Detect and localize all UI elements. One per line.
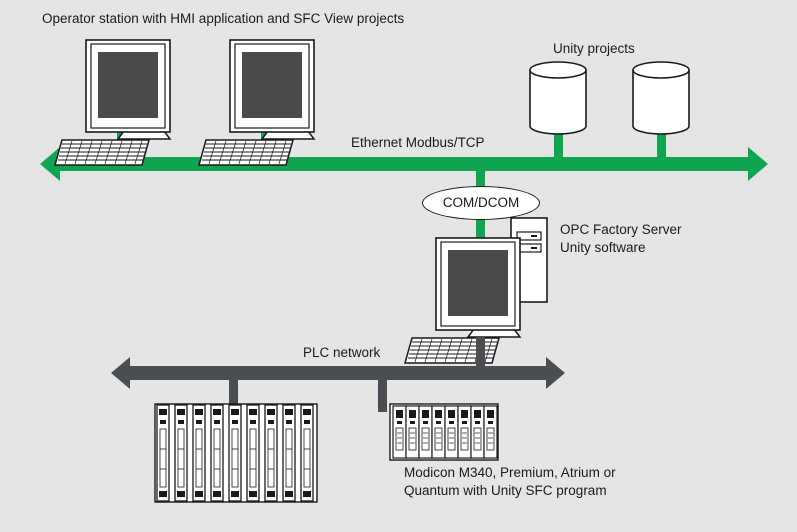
opc-server-label: OPC Factory Server Unity software xyxy=(560,221,682,257)
operator-station-label: Operator station with HMI application an… xyxy=(42,11,405,26)
plc-description-line-1: Modicon M340, Premium, Atrium or xyxy=(404,465,616,480)
plc-module-rack-icon xyxy=(389,403,499,461)
plc-drop-lines xyxy=(229,336,485,412)
workstation-icon xyxy=(198,39,315,166)
opc-server-pc-icon xyxy=(404,217,548,364)
plc-network-bus xyxy=(111,357,565,389)
database-icon xyxy=(529,61,587,135)
unity-projects-label: Unity projects xyxy=(553,41,635,56)
opc-server-label-line-2: Unity software xyxy=(560,240,646,255)
server-monitor xyxy=(404,237,521,364)
ethernet-bus xyxy=(40,147,768,181)
plc-description-line-2: Quantum with Unity SFC program xyxy=(404,483,607,498)
database-icon xyxy=(632,61,690,135)
plc-description-label: Modicon M340, Premium, Atrium or Quantum… xyxy=(404,464,616,500)
ethernet-label: Ethernet Modbus/TCP xyxy=(351,135,485,150)
com-dcom-label: COM/DCOM xyxy=(422,186,540,220)
plc-rack-icon xyxy=(154,403,318,503)
opc-server-label-line-1: OPC Factory Server xyxy=(560,222,682,237)
workstation-icon xyxy=(54,39,171,166)
plc-network-label: PLC network xyxy=(303,345,381,360)
